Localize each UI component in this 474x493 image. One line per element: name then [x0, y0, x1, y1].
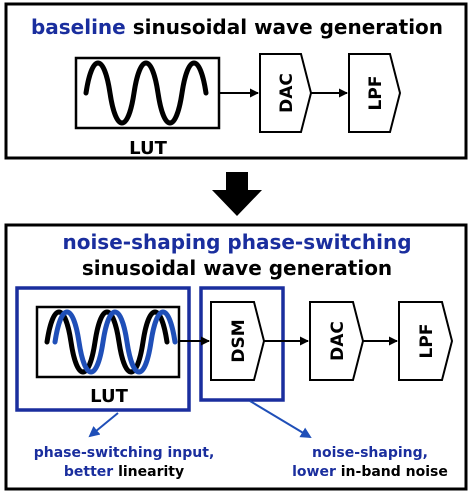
baseline-dac-label: DAC	[277, 73, 297, 113]
noise-shaping-lpf-label: LPF	[417, 324, 437, 359]
noise-shaping-dsm-block: DSM	[210, 301, 266, 381]
annotation-left-line2: better linearity	[64, 464, 184, 480]
baseline-title-rest: sinusoidal wave generation	[126, 15, 443, 39]
down-arrow-icon	[212, 172, 262, 216]
noise-shaping-lpf-block: LPF	[398, 301, 454, 381]
baseline-panel: baseline sinusoidal wave generation LUT …	[4, 2, 468, 160]
sine-wave-icon	[44, 309, 170, 375]
noise-shaping-lut-block: LUT	[35, 305, 181, 407]
noise-shaping-dac-block: DAC	[309, 301, 365, 381]
annotation-right-line2: lower in-band noise	[292, 464, 448, 480]
noise-shaping-lut-label: LUT	[90, 386, 128, 407]
annotation-left-line2-prefix: better	[64, 464, 113, 480]
annotation-right-line2-rest: in-band noise	[336, 464, 448, 480]
noise-shaping-title-line2: sinusoidal wave generation	[82, 256, 392, 280]
noise-shaping-dsm-label: DSM	[229, 319, 249, 362]
noise-shaping-dac-label: DAC	[328, 321, 348, 361]
baseline-lpf-block: LPF	[348, 53, 402, 133]
sine-wave-icon	[52, 309, 178, 375]
baseline-dac-block: DAC	[259, 53, 313, 133]
annotation-left-line2-rest: linearity	[113, 464, 184, 480]
lut-highlight-frame	[15, 286, 191, 412]
baseline-lpf-label: LPF	[366, 76, 386, 111]
noise-shaping-title-line1: noise-shaping phase-switching	[62, 230, 411, 254]
baseline-lut-label: LUT	[129, 138, 167, 159]
baseline-panel-frame	[4, 2, 468, 160]
baseline-title-highlight: baseline	[31, 15, 126, 39]
annotation-left-arrow	[88, 412, 119, 438]
noise-shaping-panel: noise-shaping phase-switching sinusoidal…	[4, 223, 468, 491]
noise-shaping-panel-frame	[4, 223, 468, 491]
annotation-left-line1: phase-switching input,	[34, 445, 215, 461]
annotation-right-arrow	[249, 400, 312, 439]
baseline-lut-block: LUT	[74, 56, 221, 159]
baseline-title: baseline sinusoidal wave generation	[31, 15, 443, 39]
annotation-right-line2-prefix: lower	[292, 464, 336, 480]
sine-wave-icon	[83, 60, 209, 126]
annotation-right-line1: noise-shaping,	[312, 445, 428, 461]
